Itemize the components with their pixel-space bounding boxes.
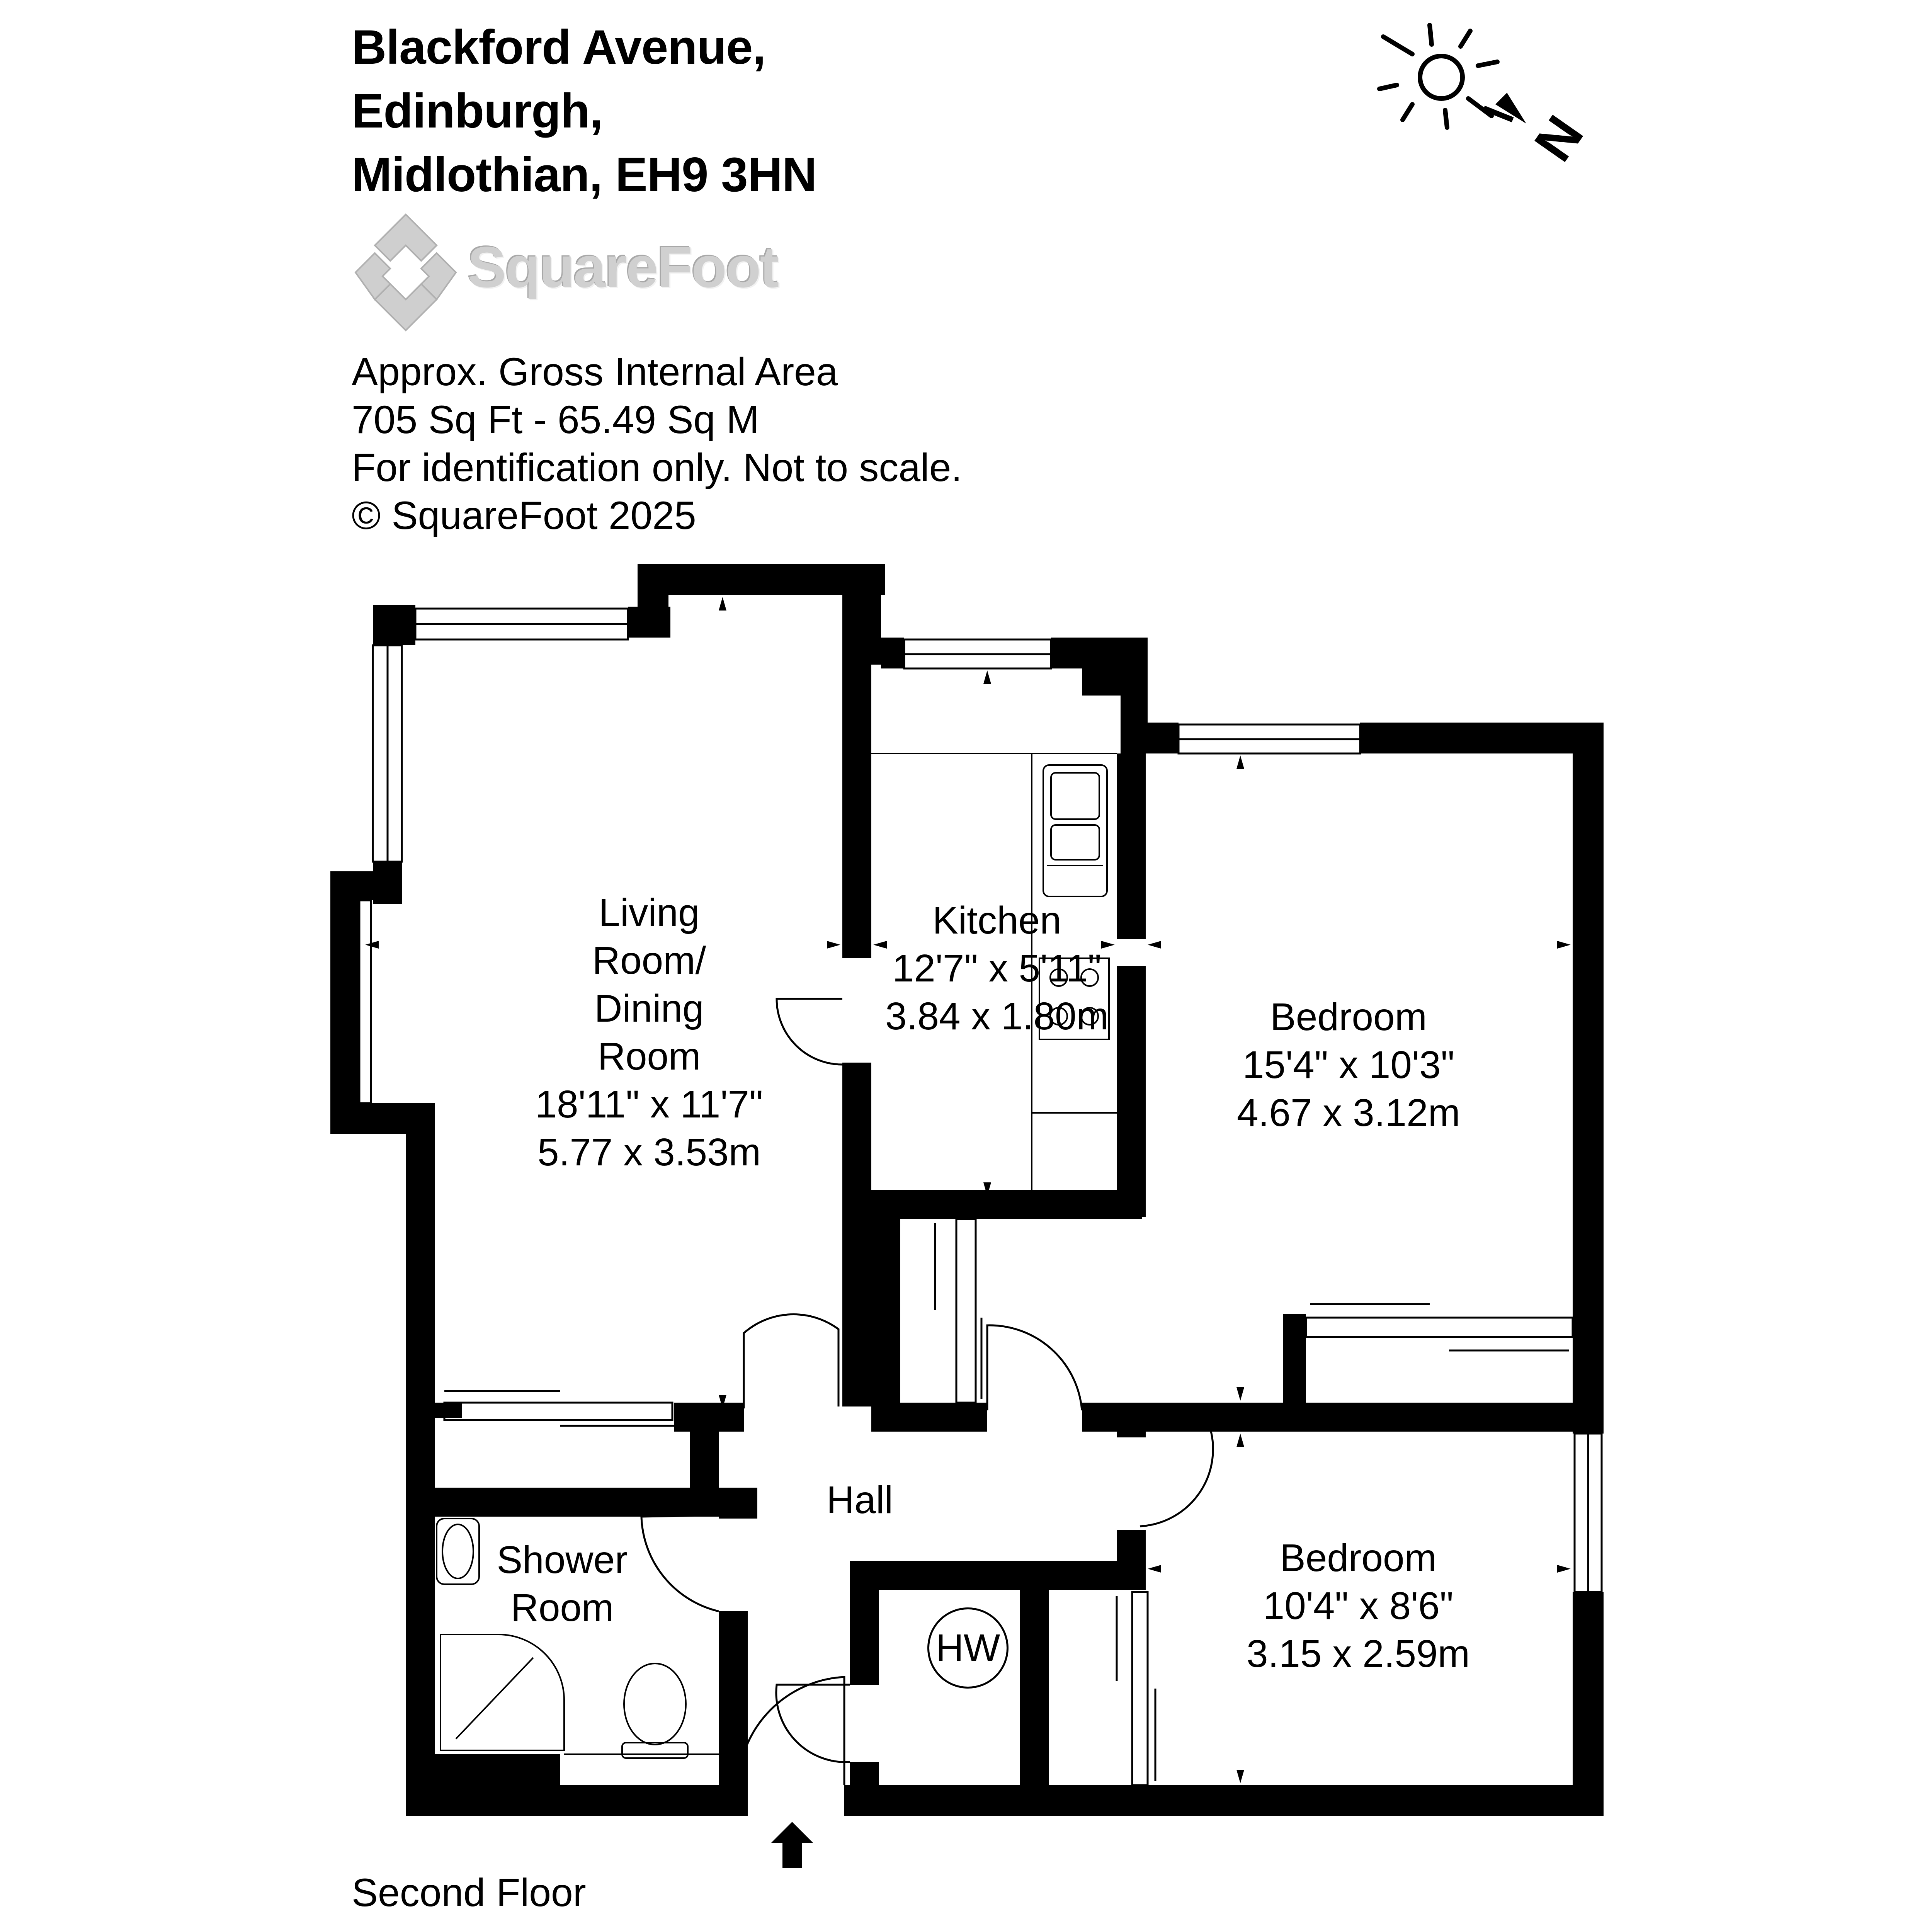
disclaimer: For identification only. Not to scale.	[352, 446, 962, 490]
doors	[640, 998, 1214, 1786]
address-line-1: Blackford Avenue,	[352, 20, 766, 74]
area-info: Approx. Gross Internal Area 705 Sq Ft - …	[352, 348, 962, 539]
living-room-label: Living Room/ Dining Room 18'11" x 11'7" …	[533, 889, 765, 1176]
entrance-arrow-icon	[771, 1822, 813, 1868]
area-title: Approx. Gross Internal Area	[352, 350, 838, 394]
bathroom-fittings	[436, 1518, 719, 1759]
bedroom-2-label: Bedroom 10'4" x 8'6" 3.15 x 2.59m	[1242, 1534, 1474, 1678]
living-room-imperial: 18'11" x 11'7"	[535, 1083, 763, 1126]
bedroom-2-name: Bedroom	[1280, 1536, 1437, 1580]
living-room-name-4: Room	[597, 1035, 701, 1078]
address-line-3: Midlothian, EH9 3HN	[352, 148, 817, 202]
bedroom-1-label: Bedroom 15'4" x 10'3" 4.67 x 3.12m	[1233, 993, 1464, 1137]
compass: N	[1364, 15, 1615, 195]
living-room-name-2: Room/	[592, 939, 706, 982]
hall-label: Hall	[773, 1476, 947, 1524]
living-room-metric: 5.77 x 3.53m	[537, 1131, 761, 1174]
hall-name: Hall	[826, 1478, 893, 1522]
kitchen-fittings	[871, 753, 1117, 1190]
bedroom-1-imperial: 15'4" x 10'3"	[1242, 1043, 1455, 1087]
bedroom-1-metric: 4.67 x 3.12m	[1236, 1091, 1461, 1134]
shower-room-name-2: Room	[510, 1586, 614, 1629]
sun-north-icon: N	[1377, 23, 1595, 172]
floor-label: Second Floor	[352, 1871, 586, 1915]
shower-room-name-1: Shower	[497, 1538, 628, 1582]
sliding-doors	[443, 1218, 1574, 1786]
walls	[330, 564, 1604, 1816]
kitchen-name: Kitchen	[932, 899, 1061, 942]
shower-room-label: Shower Room	[475, 1536, 649, 1632]
bedroom-1-name: Bedroom	[1270, 995, 1427, 1039]
copyright: © SquareFoot 2025	[352, 493, 696, 537]
windows	[358, 607, 1603, 1593]
address-line-2: Edinburgh,	[352, 84, 603, 138]
dimension-arrows	[365, 597, 1571, 1783]
property-address: Blackford Avenue, Edinburgh, Midlothian,…	[352, 15, 817, 207]
logo-text: SquareFoot	[468, 235, 779, 299]
kitchen-imperial: 12'7" x 5'11"	[892, 947, 1102, 990]
living-room-name-3: Dining	[594, 987, 704, 1030]
living-room-name-1: Living	[599, 891, 700, 934]
bedroom-2-metric: 3.15 x 2.59m	[1246, 1632, 1470, 1675]
squarefoot-logo: SquareFoot	[348, 211, 779, 334]
bedroom-2-imperial: 10'4" x 8'6"	[1263, 1584, 1454, 1628]
hot-water-cupboard: HW	[927, 1607, 1009, 1689]
kitchen-label: Kitchen 12'7" x 5'11" 3.84 x 1.80m	[881, 896, 1113, 1040]
area-value: 705 Sq Ft - 65.49 Sq M	[352, 398, 759, 442]
kitchen-metric: 3.84 x 1.80m	[885, 995, 1109, 1038]
squarefoot-logo-icon	[354, 213, 457, 332]
